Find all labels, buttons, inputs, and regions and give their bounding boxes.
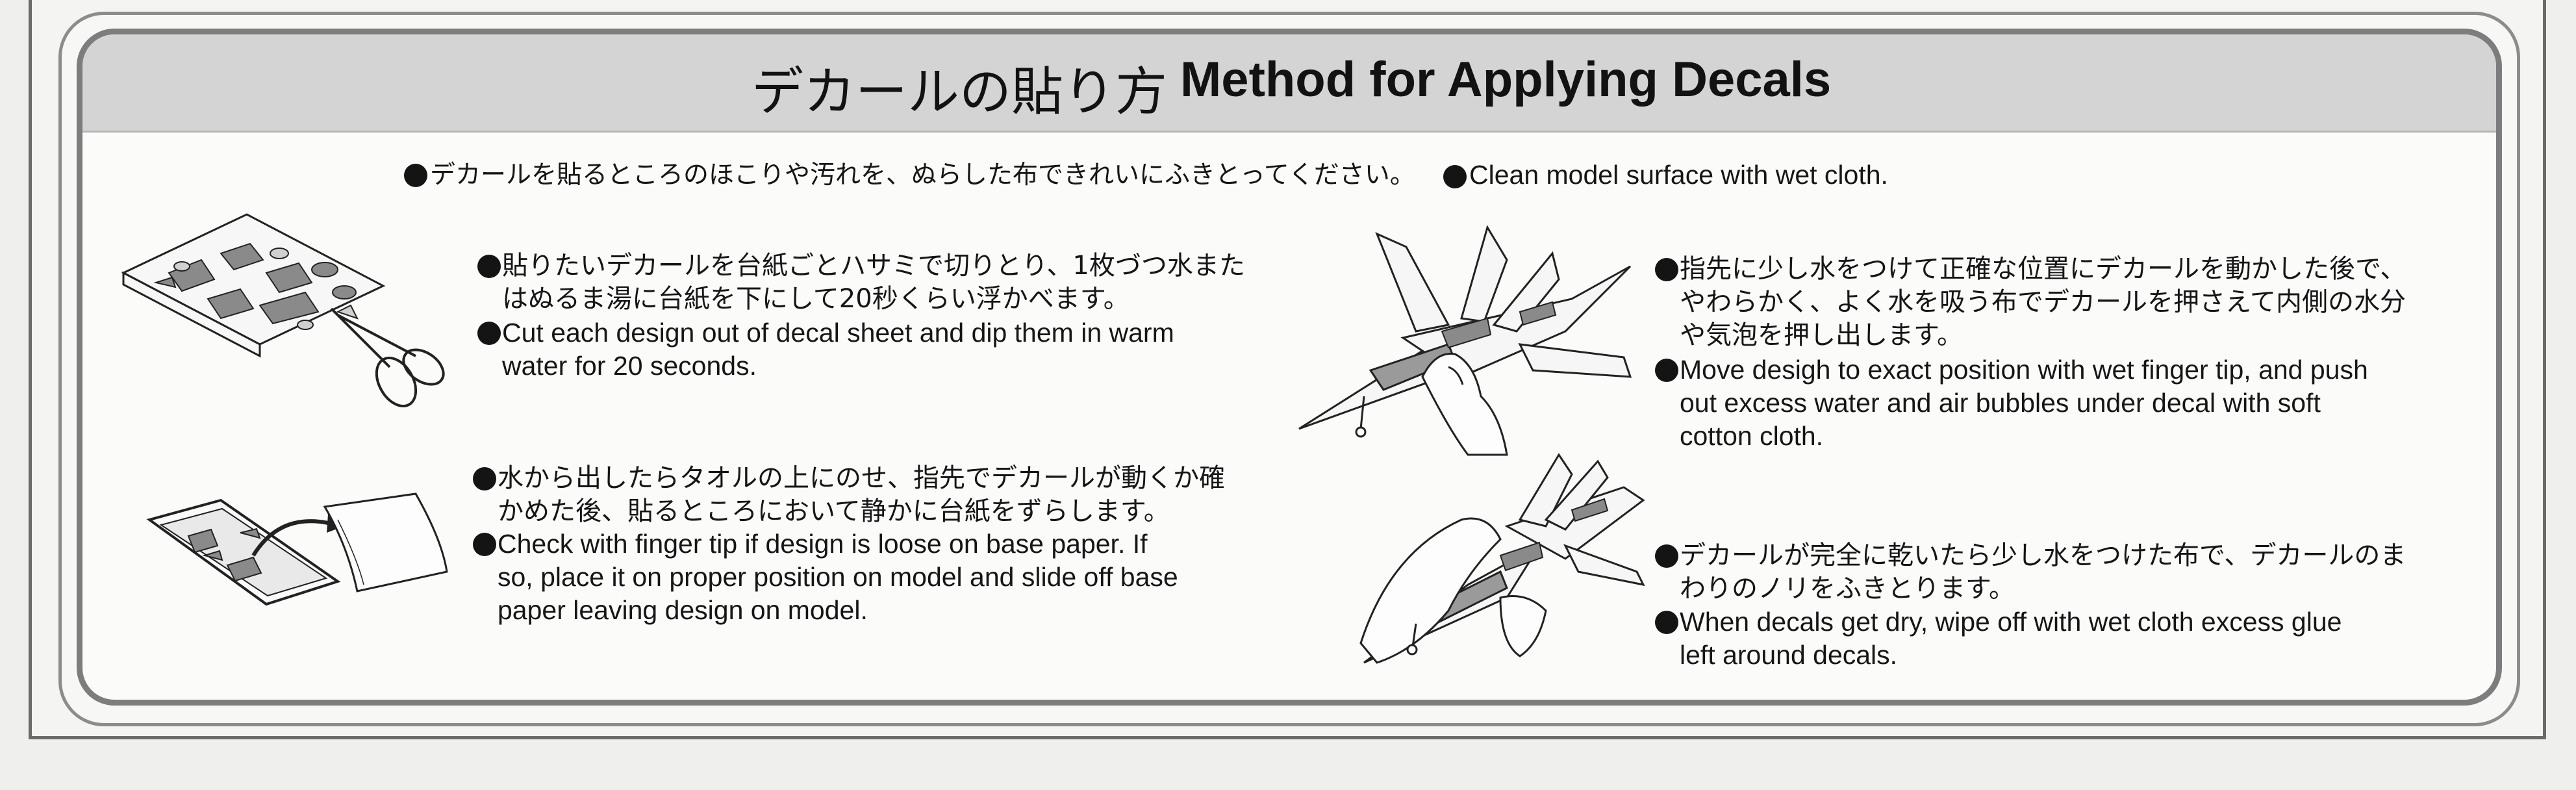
bullet-icon (1655, 258, 1678, 281)
bullet-icon (473, 533, 496, 556)
water-tray-icon (146, 498, 341, 606)
hand-icon (1421, 352, 1508, 456)
hand-cloth-icon (1359, 517, 1547, 664)
step1-english-line2: water for 20 seconds. (502, 351, 757, 381)
bullet-icon (1655, 611, 1678, 634)
bullet-icon (1443, 165, 1467, 188)
step4-japanese-line1: デカールが完全に乾いたら少し水をつけた布で、デカールのま (1680, 541, 2406, 570)
intro-english: Clean model surface with wet cloth. (1469, 160, 1888, 190)
title-bar: デカールの貼り方 Method for Applying Decals (82, 34, 2496, 133)
step3-english-line3: cotton cloth. (1680, 421, 1824, 451)
step4-english-line1: When decals get dry, wipe off with wet c… (1680, 607, 2342, 637)
bullet-icon (477, 255, 501, 278)
step3-japanese-line3: や気泡を押し出します。 (1680, 320, 1963, 350)
intro-japanese: デカールを貼るところのほこりや汚れを、ぬらした布できれいにふきとってください。 (430, 160, 1415, 190)
step2-english-line2: so, place it on proper position on model… (498, 562, 1178, 592)
step4-japanese-line2: わりのノリをふきとります。 (1680, 574, 2015, 604)
scissors-icon (330, 307, 445, 407)
decal-instructions-panel: デカールの貼り方 Method for Applying Decals (77, 29, 2502, 706)
step3-english-line1: Move desigh to exact position with wet f… (1680, 355, 2368, 385)
towel-icon (323, 492, 448, 592)
bullet-icon (1655, 359, 1678, 382)
step2-english-line3: paper leaving design on model. (498, 595, 868, 625)
bullet-icon (404, 164, 427, 187)
step2-english-line1: Check with finger tip if design is loose… (498, 529, 1148, 559)
decal-sheet-scissors-illustration (110, 208, 448, 429)
bullet-icon (473, 467, 496, 491)
step2-japanese-line1: 水から出したらタオルの上にのせ、指先でデカールが動くか確 (498, 463, 1225, 493)
step3-japanese-line1: 指先に少し水をつけて正確な位置にデカールを動かした後で、 (1680, 254, 2406, 284)
bullet-icon (1655, 544, 1678, 568)
title-english: Method for Applying Decals (1180, 52, 1832, 107)
step1-japanese-line1: 貼りたいデカールを台紙ごとハサミで切りとり、1枚づつ水また (502, 251, 1245, 281)
jet-fingertip-illustration (1293, 221, 1643, 461)
step2-japanese-line2: かめた後、貼るところにおいて静かに台紙をずらします。 (498, 496, 1170, 526)
step3-japanese-line2: やわらかく、よく水を吸う布でデカールを押さえて内側の水分 (1680, 287, 2406, 317)
step4-english-line2: left around decals. (1680, 640, 1898, 670)
step1-english-line1: Cut each design out of decal sheet and d… (502, 318, 1174, 348)
step3-english-line2: out excess water and air bubbles under d… (1680, 388, 2321, 418)
bullet-icon (477, 322, 501, 345)
title-japanese: デカールの貼り方 (751, 62, 1167, 122)
jet-wipe-cloth-illustration (1351, 448, 1656, 669)
step1-japanese-line2: はぬるま湯に台紙を下にして20秒くらい浮かべます。 (502, 284, 1130, 314)
move-arrow-icon (251, 519, 329, 557)
water-tray-towel-illustration (143, 468, 468, 663)
